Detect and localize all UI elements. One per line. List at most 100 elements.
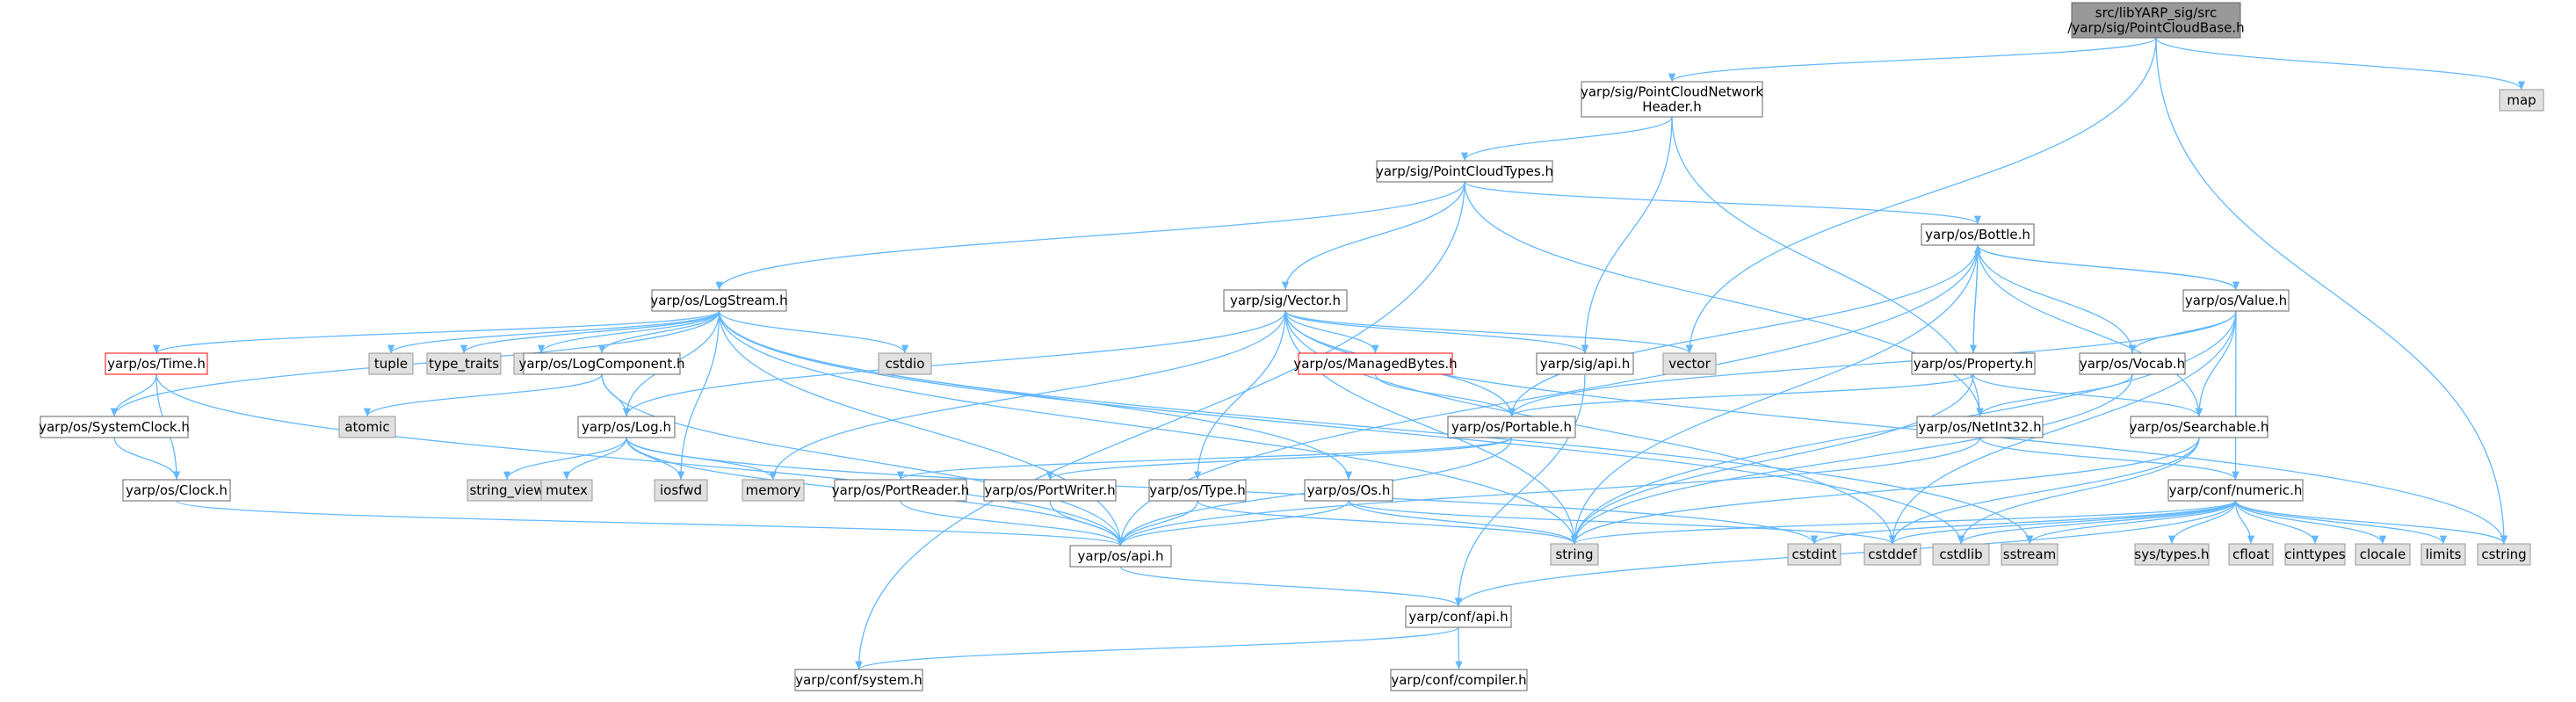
node-pct[interactable]: yarp/sig/PointCloudTypes.h [1376,160,1553,183]
node-os[interactable]: yarp/os/Os.h [1304,479,1393,502]
node-portwriter[interactable]: yarp/os/PortWriter.h [983,479,1117,502]
node-managedbytes[interactable]: yarp/os/ManagedBytes.h [1293,352,1458,375]
edge-pcnh-to-pct [1460,116,1673,162]
node-box [2499,89,2544,112]
node-label: /yarp/sig/PointCloudBase.h [2067,20,2244,36]
edge-log-to-mutex [562,437,627,481]
node-box [2071,2,2241,39]
node-sstream: sstream [2001,543,2059,566]
node-box [2134,543,2210,566]
edge-numeric-to-confapi [1454,500,2237,607]
edge-netint32-to-numeric [1979,437,2240,481]
node-box [1916,416,2044,438]
node-memory: memory [742,479,805,502]
node-box [467,479,547,502]
node-box [105,352,208,375]
edge-pct-to-system [855,181,1465,670]
edge-portable-to-portwriter [1046,437,1513,481]
edge-pct-to-netint32 [1464,181,1984,417]
edge-numeric-to-systypes [2167,500,2237,545]
node-time[interactable]: yarp/os/Time.h [105,352,208,375]
node-box [2228,543,2274,566]
edge-os-to-string [1348,500,1579,545]
node-string_view: string_view [467,479,547,502]
node-sysclock[interactable]: yarp/os/SystemClock.h [39,416,190,438]
node-logcomp[interactable]: yarp/os/LogComponent.h [518,352,685,375]
node-vocab[interactable]: yarp/os/Vocab.h [2079,352,2186,375]
edge-logstream-to-os [718,310,1353,481]
edge-logstream-to-cstdlib [718,310,1965,545]
node-box [2079,352,2186,375]
node-label: type_traits [429,356,499,373]
node-logstream[interactable]: yarp/os/LogStream.h [650,289,788,312]
edge-value-to-cstddef [1888,310,2237,545]
node-label: yarp/os/Searchable.h [2130,419,2269,435]
node-cstdio: cstdio [878,352,932,375]
edge-logcomp-to-osapi [601,373,1125,546]
node-osapi[interactable]: yarp/os/api.h [1069,545,1172,568]
node-root[interactable]: src/libYARP_sig/src/yarp/sig/PointCloudB… [2067,2,2245,39]
node-mutex: mutex [540,479,593,502]
node-box [878,352,932,375]
node-label: clocale [2360,546,2406,562]
node-box [1536,352,1634,375]
node-label: yarp/os/Bottle.h [1925,227,2030,242]
node-property[interactable]: yarp/os/Property.h [1911,352,2036,375]
node-portreader[interactable]: yarp/os/PortReader.h [832,479,970,502]
node-label: yarp/sig/api.h [1540,356,1631,372]
node-type[interactable]: yarp/os/Type.h [1148,479,1247,502]
node-label: yarp/os/PortWriter.h [984,482,1115,498]
node-box [2182,289,2290,312]
node-box [1298,352,1453,375]
node-label: yarp/os/Log.h [582,419,671,435]
node-bottle[interactable]: yarp/os/Bottle.h [1921,223,2035,246]
edge-value-to-vocab [2128,310,2237,354]
node-sigvector[interactable]: yarp/sig/Vector.h [1223,289,1348,312]
node-netint32[interactable]: yarp/os/NetInt32.h [1916,416,2044,438]
edge-sigvector-to-type [1193,310,1286,481]
node-map: map [2499,89,2544,112]
node-label: sys/types.h [2134,546,2209,562]
node-sigapi[interactable]: yarp/sig/api.h [1536,352,1634,375]
edge-logstream-to-tuple [387,310,720,354]
edge-value-to-searchable [2195,310,2237,417]
edge-type-to-osapi [1117,500,1198,546]
node-label: yarp/os/Property.h [1914,356,2033,372]
edge-osapi-to-confapi [1119,566,1462,607]
node-label: yarp/os/Clock.h [126,482,228,498]
node-label: yarp/os/NetInt32.h [1918,419,2041,435]
node-box [1863,543,1921,566]
node-portable[interactable]: yarp/os/Portable.h [1447,416,1576,438]
edge-logstream-to-string [718,310,1579,545]
node-searchable[interactable]: yarp/os/Searchable.h [2130,416,2269,438]
node-clock[interactable]: yarp/os/Clock.h [122,479,231,502]
edge-pct-to-logstream [715,181,1465,291]
node-label: sstream [2003,546,2056,562]
node-value[interactable]: yarp/os/Value.h [2182,289,2290,312]
edge-numeric-to-clocale [2234,500,2387,545]
node-log[interactable]: yarp/os/Log.h [577,416,676,438]
edge-sigvector-to-memory [769,310,1286,481]
edge-sigvector-to-vector [1284,310,1693,354]
node-box [794,669,923,691]
edge-sigvector-to-managedbytes [1284,310,1379,354]
node-box [577,416,676,438]
node-label: yarp/os/Os.h [1307,482,1391,498]
node-label: yarp/os/Type.h [1149,482,1246,498]
edge-root-to-vector [1685,37,2157,354]
node-compiler[interactable]: yarp/conf/compiler.h [1390,669,1528,691]
edge-numeric-to-cstdint [1811,500,2237,545]
node-label: string_view [469,482,544,499]
node-system[interactable]: yarp/conf/system.h [794,669,923,691]
node-label: yarp/os/api.h [1077,548,1163,564]
header-nodes: src/libYARP_sig/src/yarp/sig/PointCloudB… [39,2,2544,691]
node-box [1911,352,2036,375]
node-numeric[interactable]: yarp/conf/numeric.h [2167,479,2304,502]
edge-log-to-string_view [503,437,627,481]
node-label: yarp/os/Portable.h [1451,419,1572,435]
node-confapi[interactable]: yarp/conf/api.h [1405,605,1512,628]
node-label: iosfwd [660,482,702,498]
edge-property-to-portable [1508,373,1974,417]
